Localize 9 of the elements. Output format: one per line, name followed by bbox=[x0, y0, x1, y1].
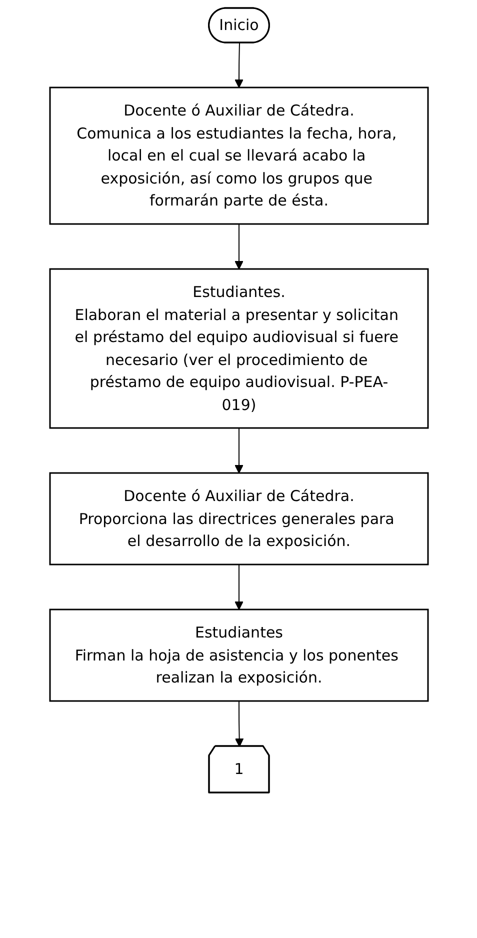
arrow bbox=[234, 564, 243, 610]
arrow bbox=[234, 428, 243, 474]
node-box: Docente ó Auxiliar de Cátedra. Proporciona las directrices generales para el desarrollo de la exposición. bbox=[48, 472, 428, 566]
node-box: Estudiantes Firman la hoja de asistencia y los ponentes realizan la exposición. bbox=[48, 608, 428, 702]
node-box: Estudiantes. Elaboran el material a presentar y solicitan el préstamo del equipo audiovisual si fuere necesario (ver el procedimiento de préstamo de equipo audiovisual. P-PEA-019) bbox=[48, 268, 428, 429]
arrow bbox=[234, 42, 243, 88]
arrow bbox=[234, 224, 243, 270]
arrow bbox=[234, 700, 244, 747]
node-box: Docente ó Auxiliar de Cátedra. Comunica a los estudiantes la fecha, hora, local en el cual se llevará acabo la exposición, así como los grupos que formarán parte de ésta. bbox=[48, 86, 428, 225]
